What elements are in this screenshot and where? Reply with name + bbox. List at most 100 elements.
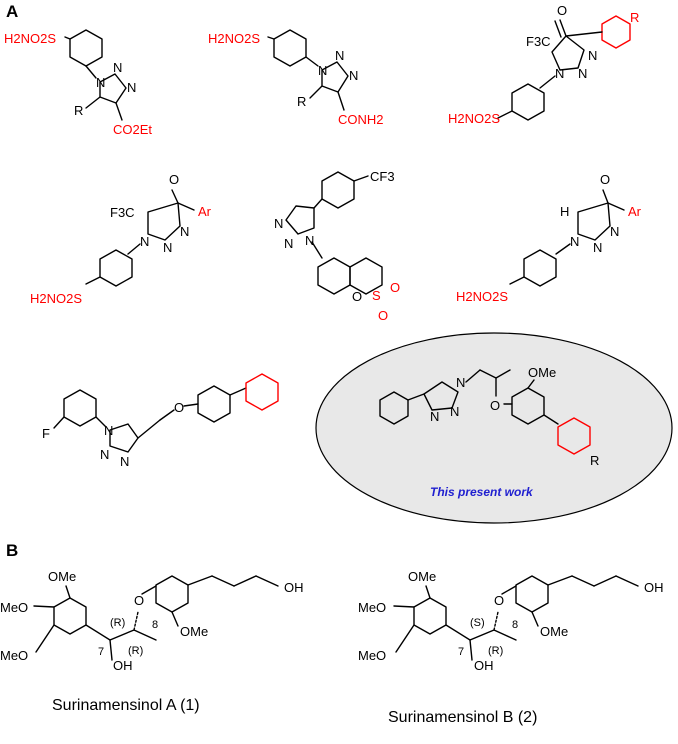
svg-text:N: N: [140, 234, 149, 249]
triazole-ring: [109, 423, 139, 453]
sulfonamide-label: H2NO2S: [208, 31, 260, 46]
sulfonamide-label: H2NO2S: [30, 291, 82, 306]
hydrogen-label: H: [560, 204, 569, 219]
compound-a2: H2NO2S N N N R CONH2: [208, 29, 384, 127]
present-work-ellipse: [315, 332, 673, 524]
compound-a6: O Ar H N N N H2NO2S: [456, 172, 642, 304]
sulfonamide-label: H2NO2S: [456, 289, 508, 304]
svg-text:N: N: [430, 409, 439, 424]
compound-a3: O R F3C N N N H2NO2S: [448, 3, 639, 126]
svg-text:O: O: [494, 593, 504, 608]
svg-text:N: N: [588, 48, 597, 63]
compound-a5: CF3 N N N O S O O: [274, 169, 400, 323]
triazole-ring: [321, 61, 349, 93]
svg-text:(R): (R): [128, 645, 143, 657]
svg-text:O: O: [352, 289, 362, 304]
methoxy-label: OMe: [180, 624, 208, 639]
svg-text:7: 7: [98, 646, 104, 658]
svg-text:N: N: [127, 80, 136, 95]
methoxy-label: OMe: [408, 569, 436, 584]
triazole-ring: [147, 202, 181, 241]
phenyl-ring: [197, 385, 231, 423]
sulfonamide-label: H2NO2S: [4, 31, 56, 46]
hydroxyl-label: OH: [113, 658, 133, 673]
phenyl-ring: [99, 249, 133, 287]
svg-text:N: N: [180, 224, 189, 239]
methoxy-left-label: MeO: [0, 648, 28, 663]
triazole-ring: [577, 202, 611, 241]
compound-present-work: N N N O OMe R This present work: [379, 365, 599, 499]
svg-text:N: N: [456, 375, 465, 390]
cf3-label: F3C: [526, 34, 551, 49]
methoxy-left-label: MeO: [0, 600, 28, 615]
oxathiine-ring: [349, 257, 383, 295]
triazole-ring: [423, 381, 459, 411]
svg-text:R: R: [74, 103, 83, 118]
svg-text:N: N: [104, 423, 113, 438]
methoxy-label: OMe: [48, 569, 76, 584]
svg-text:S: S: [372, 288, 381, 303]
amide-label: CONH2: [338, 112, 384, 127]
dimethoxy-ring: [511, 387, 545, 425]
svg-text:R: R: [630, 10, 639, 25]
svg-text:N: N: [593, 240, 602, 255]
surinamensinol-b-caption: Surinamensinol B (2): [388, 709, 537, 726]
svg-text:N: N: [555, 66, 564, 81]
trimethoxy-ring: [53, 597, 87, 635]
svg-text:R: R: [590, 453, 599, 468]
svg-text:N: N: [274, 216, 283, 231]
hydroxyl-label: OH: [474, 658, 494, 673]
svg-text:(S): (S): [470, 617, 485, 629]
triazole-ring: [551, 35, 585, 71]
svg-text:N: N: [284, 236, 293, 251]
phenyl-ring: [69, 29, 103, 67]
cf3-label: F3C: [110, 205, 135, 220]
svg-text:R: R: [297, 94, 306, 109]
present-work-label: This present work: [430, 485, 534, 499]
svg-text:N: N: [318, 63, 327, 78]
svg-text:N: N: [163, 240, 172, 255]
svg-text:O: O: [557, 3, 567, 18]
svg-text:N: N: [450, 404, 459, 419]
surinamensinol-a-structure: OMe MeO MeO OH 7 (R) (R) 8 O OMe OH: [0, 569, 304, 673]
benzo-ring: [317, 257, 351, 295]
svg-text:N: N: [120, 454, 129, 469]
hydroxyl-label: OH: [644, 580, 664, 595]
ester-label: CO2Et: [113, 122, 152, 137]
compound-a4: O Ar F3C N N N H2NO2S: [30, 172, 212, 306]
biphenyl-ring-red: [245, 373, 279, 411]
svg-text:N: N: [570, 234, 579, 249]
sulfonamide-label: H2NO2S: [448, 111, 500, 126]
svg-text:N: N: [610, 224, 619, 239]
svg-text:N: N: [96, 75, 105, 90]
methoxy-label: OMe: [540, 624, 568, 639]
svg-text:(R): (R): [488, 645, 503, 657]
svg-text:O: O: [174, 400, 184, 415]
methoxy-left-label: MeO: [358, 600, 386, 615]
compound-a1: H2NO2S N N N R CO2Et: [4, 29, 152, 137]
methoxy-label: OMe: [528, 365, 556, 380]
hydroxyl-label: OH: [284, 580, 304, 595]
aryl-ring-red: [601, 15, 631, 49]
panel-b-label: B: [6, 541, 18, 560]
phenyl-ring: [273, 29, 307, 67]
svg-text:O: O: [490, 398, 500, 413]
phenyl-ring: [523, 249, 557, 287]
surinamensinol-b-structure: OMe MeO MeO OH 7 (S) (R) 8 O OMe OH: [358, 569, 664, 673]
svg-text:7: 7: [458, 646, 464, 658]
phenyl-ring: [511, 83, 545, 121]
trimethoxy-ring: [413, 597, 447, 635]
svg-text:N: N: [578, 66, 587, 81]
triazole-ring: [99, 73, 127, 104]
svg-text:N: N: [113, 60, 122, 75]
svg-text:O: O: [134, 593, 144, 608]
svg-text:N: N: [335, 48, 344, 63]
triazole-ring: [285, 205, 315, 235]
svg-text:N: N: [349, 68, 358, 83]
svg-text:O: O: [378, 308, 388, 323]
panel-a-label: A: [6, 2, 18, 21]
fluorophenyl-ring: [63, 389, 97, 427]
svg-text:O: O: [390, 280, 400, 295]
surinamensinol-a-caption: Surinamensinol A (1): [52, 697, 200, 714]
